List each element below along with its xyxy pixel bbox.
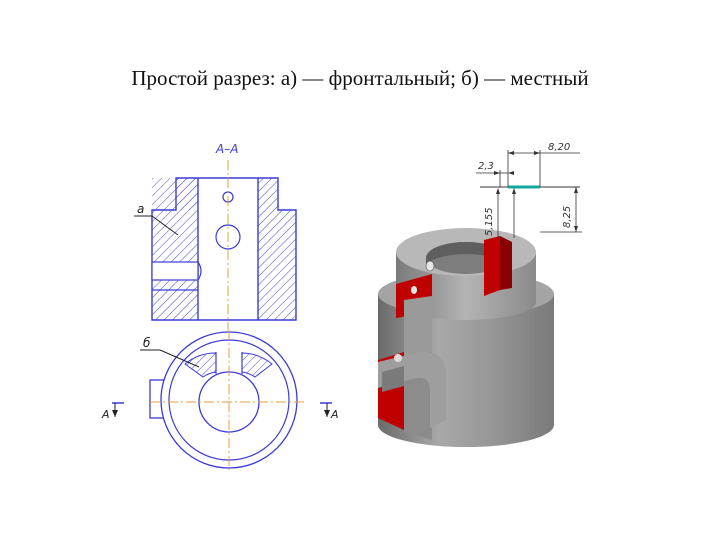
slide-title: Простой разрез: а) — фронтальный; б) — м… [131, 66, 589, 90]
thread-detail: 8,20 2,3 5,155 8,25 [476, 142, 582, 238]
cut-mark-right: А [330, 408, 339, 421]
section-outline [151, 177, 297, 321]
dim-top: 8,20 [548, 142, 570, 153]
top-view: б А А [101, 330, 339, 470]
section-face-slot [484, 236, 500, 296]
side-channel [151, 261, 199, 281]
label-b: б [143, 336, 151, 350]
local-section-right [241, 352, 273, 378]
hatch-left [152, 178, 198, 320]
dim-vertical-left: 5,155 [484, 207, 495, 236]
section-label: А–А [215, 142, 238, 156]
model-3d [378, 228, 554, 447]
cut-mark-left: А [101, 408, 110, 421]
dim-small: 2,3 [478, 161, 494, 172]
dim-vertical-right: 8,25 [562, 206, 573, 228]
front-section-view: А–А а [134, 142, 297, 330]
label-a: а [137, 202, 144, 216]
hatch-right [258, 178, 296, 320]
